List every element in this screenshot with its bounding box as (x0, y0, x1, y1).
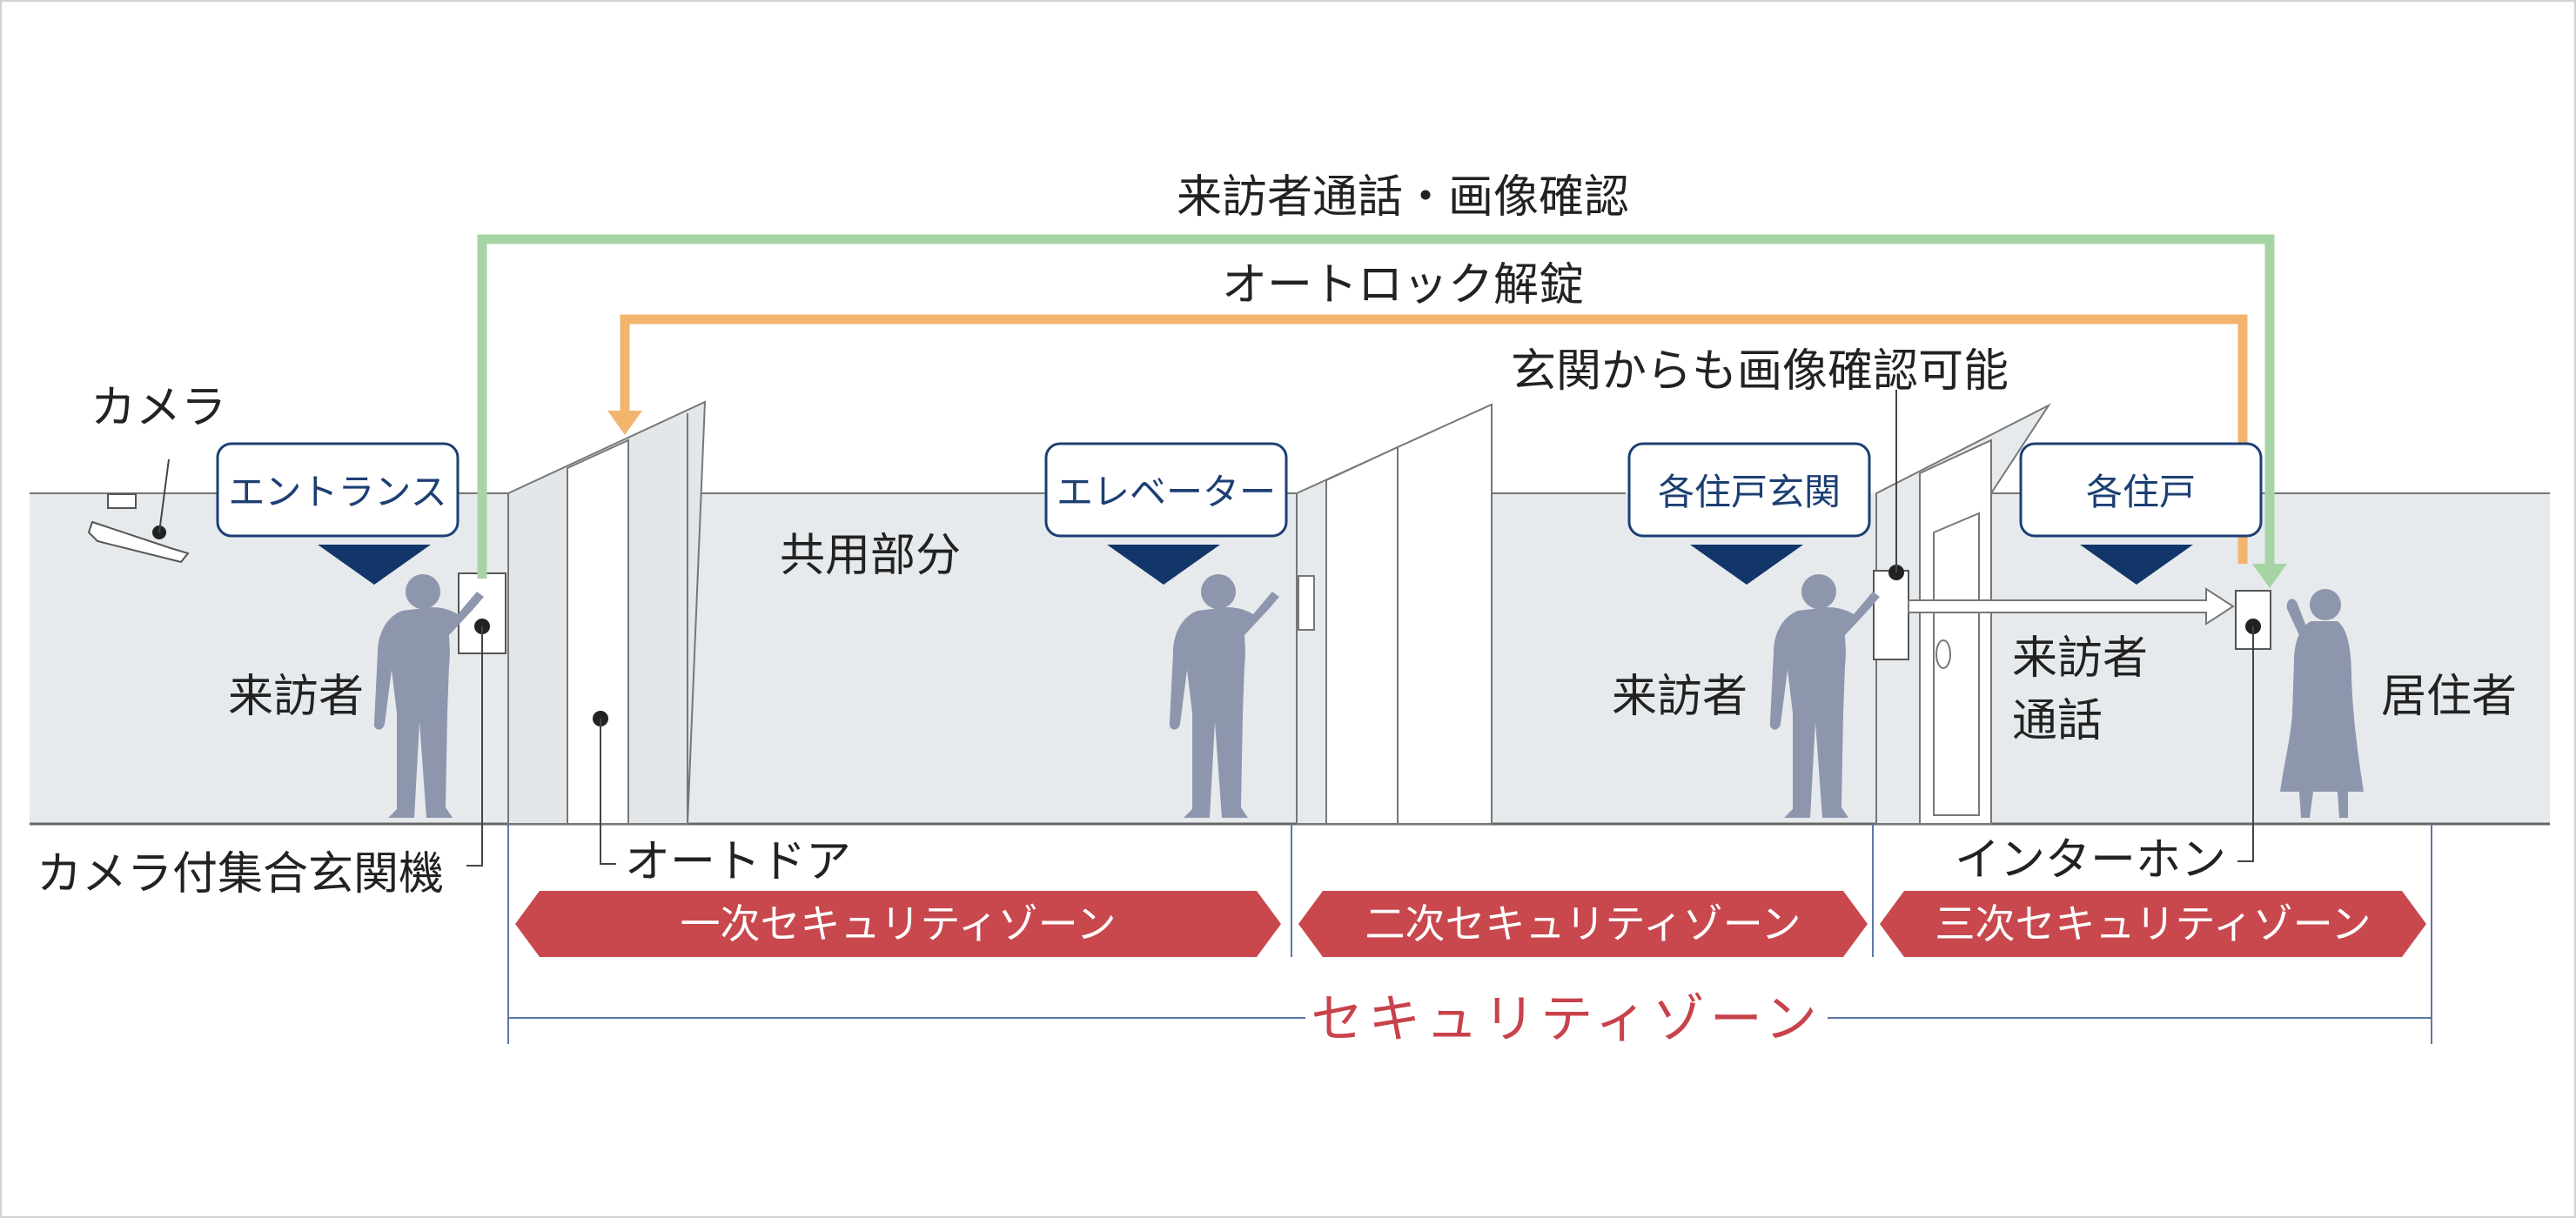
camera-icon (87, 458, 190, 564)
tag-residence: 各住戸 (2019, 442, 2263, 585)
svg-text:各住戸: 各住戸 (2086, 471, 2196, 513)
camera-label: カメラ (91, 382, 226, 434)
svg-text:二次セキュリティゾーン: 二次セキュリティゾーン (1365, 900, 1801, 947)
zone-secondary: 二次セキュリティゾーン (1298, 891, 1868, 957)
green-arrow (477, 234, 2287, 588)
tag-elevator: エレベーター (1044, 442, 1288, 585)
svg-text:各住戸玄関: 各住戸玄関 (1658, 471, 1841, 513)
indoor-intercom-icon (2235, 590, 2271, 862)
svg-text:一次セキュリティゾーン: 一次セキュリティゾーン (681, 900, 1117, 947)
zone-primary: 一次セキュリティゾーン (515, 891, 1281, 957)
orange-arrow (607, 314, 2248, 564)
resident-label: 居住者 (2381, 671, 2517, 723)
visitor-right-label: 来訪者 (1612, 671, 1748, 723)
visitor-call-arrow (1908, 587, 2235, 626)
shared-area-label: 共用部分 (780, 530, 961, 582)
elevator-door (1296, 403, 1493, 825)
security-zone-bracket: セキュリティゾーン (508, 989, 2432, 1050)
security-zone-label: セキュリティゾーン (1311, 989, 1821, 1050)
title-label: 来訪者通話・画像確認 (1177, 171, 1629, 224)
svg-text:エントランス: エントランス (228, 471, 446, 513)
visitor-call-label-2: 通話 (2012, 695, 2103, 747)
auto-door-label: オートドア (625, 836, 851, 888)
svg-text:三次セキュリティゾーン: 三次セキュリティゾーン (1935, 900, 2371, 947)
tag-entrance: エントランス (216, 442, 460, 585)
visitor-left-label: 来訪者 (228, 671, 364, 723)
zone-tertiary: 三次セキュリティゾーン (1880, 891, 2426, 957)
entrance-camera-label: 玄関からも画像確認可能 (1511, 345, 2009, 398)
camera-panel-label: カメラ付集合玄関機 (37, 848, 444, 900)
door-knob-icon (1935, 639, 1951, 669)
elevator-button-icon (1298, 575, 1315, 631)
door-intercom-icon (1873, 390, 1909, 660)
auto-door (507, 400, 707, 825)
autolock-label: オートロック解錠 (1222, 259, 1584, 311)
tag-residence-entrance: 各住戸玄関 (1627, 442, 1871, 585)
intercom-label: インターホン (1955, 834, 2226, 887)
svg-text:エレベーター: エレベーター (1057, 471, 1276, 513)
residence-door (1875, 403, 2051, 825)
visitor-call-label-1: 来訪者 (2012, 632, 2148, 685)
